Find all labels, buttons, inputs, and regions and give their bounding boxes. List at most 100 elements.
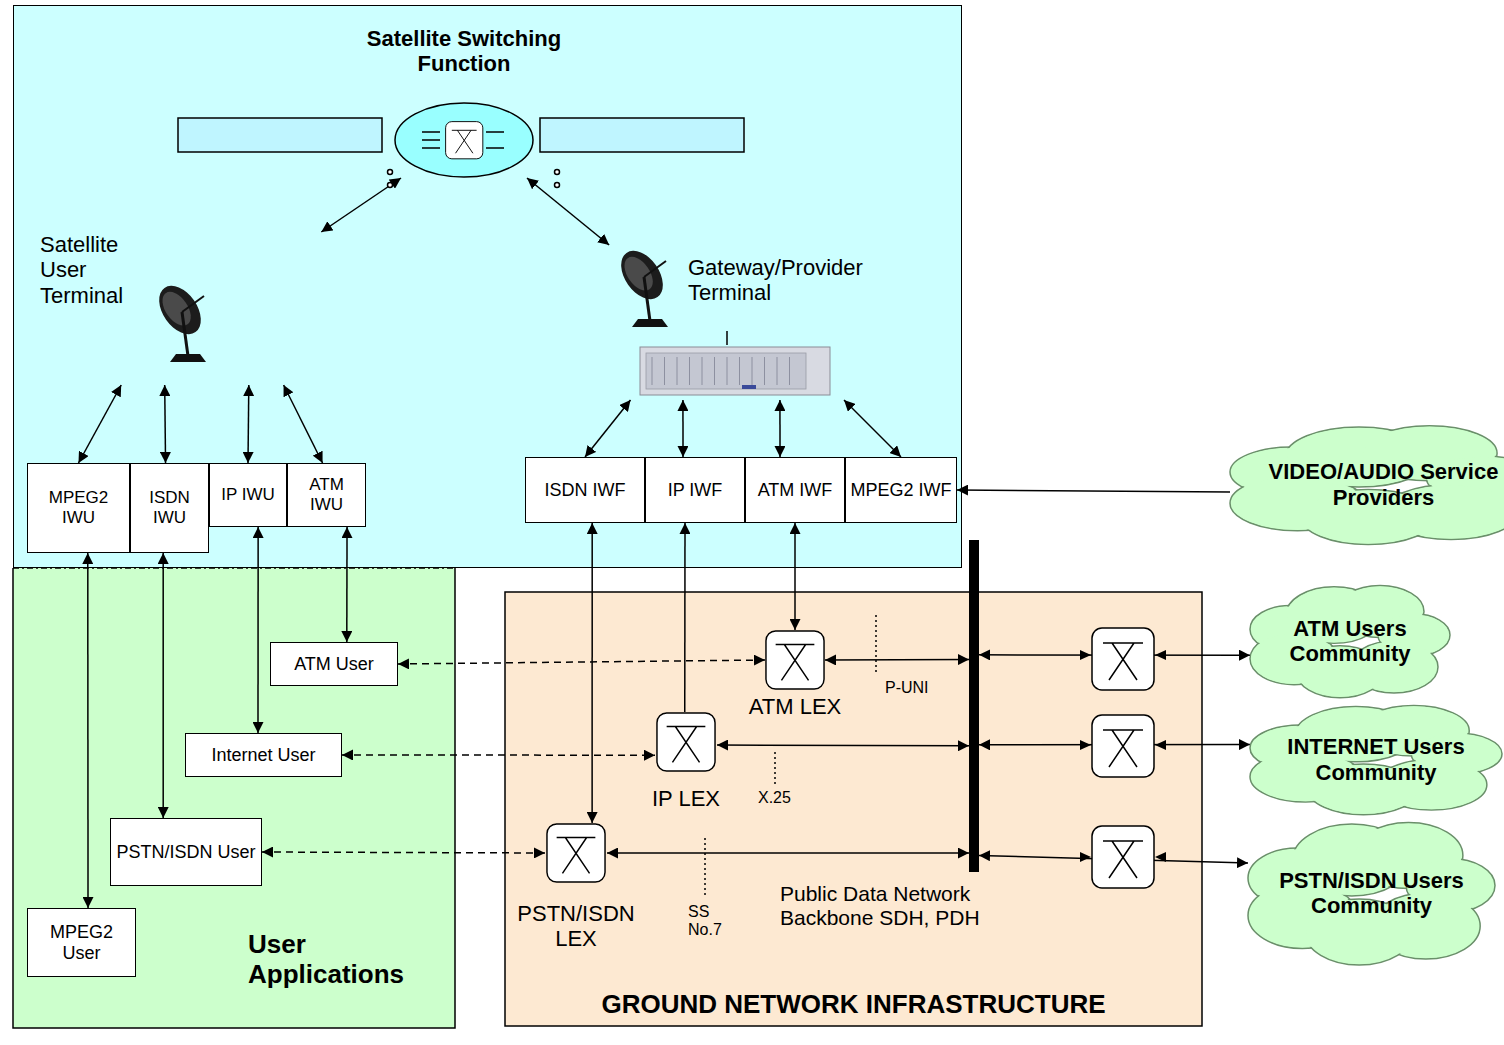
interface-ticks bbox=[705, 615, 876, 898]
layout-path bbox=[667, 727, 706, 763]
layout-line bbox=[689, 357, 690, 385]
connector bbox=[682, 400, 684, 457]
connector bbox=[257, 527, 259, 733]
layout-line bbox=[652, 357, 653, 385]
connector bbox=[717, 744, 969, 746]
region-band: ATM LEXIP LEXPSTN/ISDN LEXGROUND NETWORK… bbox=[505, 592, 1202, 1026]
layout-line bbox=[704, 838, 706, 898]
layout-line bbox=[182, 312, 188, 356]
layout-g bbox=[1092, 715, 1154, 777]
lex-outline bbox=[765, 630, 825, 690]
region-band: ATM UserInternet UserPSTN/ISDN UserMPEG2… bbox=[13, 568, 455, 1028]
user-box: PSTN/ISDN User bbox=[110, 818, 262, 886]
exchange-switch: PSTN/ISDN LEX bbox=[545, 823, 607, 883]
layout-line bbox=[702, 357, 703, 385]
connector bbox=[321, 178, 401, 232]
layout-line bbox=[875, 615, 877, 675]
layout-rect bbox=[1092, 715, 1154, 777]
satellite: Satellite Switching Function bbox=[394, 102, 534, 178]
connector bbox=[825, 659, 969, 661]
layout-line bbox=[752, 357, 753, 385]
connector bbox=[247, 385, 249, 463]
connector bbox=[346, 527, 348, 642]
cloud: ATM Users Community bbox=[1250, 582, 1450, 700]
region-fill bbox=[505, 592, 1202, 1026]
connector bbox=[164, 385, 166, 463]
layout-rect bbox=[540, 118, 744, 152]
layout-line bbox=[777, 357, 778, 385]
interface-label: X.25 bbox=[758, 789, 808, 807]
layout-path bbox=[1155, 852, 1166, 862]
node-label: ATM IWF bbox=[758, 480, 833, 501]
connector bbox=[262, 852, 545, 853]
connector bbox=[585, 400, 631, 457]
node-label: ATM IWU bbox=[291, 475, 362, 514]
connector bbox=[591, 523, 593, 823]
region-border bbox=[13, 568, 455, 1028]
layout-path bbox=[452, 130, 477, 153]
layout-path bbox=[1155, 740, 1166, 750]
layout-ellipse bbox=[613, 243, 672, 307]
exchange-switch: IP LEX bbox=[655, 712, 717, 772]
connector bbox=[79, 385, 122, 463]
node-label: ATM Users Community bbox=[1250, 616, 1450, 667]
layout-path bbox=[1080, 650, 1091, 660]
layout-path bbox=[1155, 650, 1166, 660]
layout-line bbox=[726, 331, 728, 345]
node-label: ATM User bbox=[294, 654, 374, 675]
iwu-box: ISDN IWU bbox=[130, 463, 209, 553]
lex-outline bbox=[655, 712, 717, 772]
connector bbox=[527, 178, 609, 245]
iwf-box: ATM IWF bbox=[745, 457, 845, 523]
node-label: ISDN IWF bbox=[545, 480, 626, 501]
layout-circle bbox=[555, 170, 560, 175]
layout-line bbox=[764, 357, 765, 385]
node-label: Satellite User Terminal bbox=[40, 232, 150, 308]
layout-circle bbox=[388, 170, 393, 175]
layout-rect bbox=[178, 118, 382, 152]
layout-path bbox=[776, 645, 815, 681]
node-label: Gateway/Provider Terminal bbox=[688, 255, 903, 306]
layout-rect bbox=[646, 353, 806, 389]
node-label: IP IWF bbox=[668, 480, 723, 501]
connector bbox=[779, 400, 781, 457]
layout-rect bbox=[1092, 628, 1154, 690]
connector bbox=[87, 553, 89, 908]
cloud: VIDEO/AUDIO Service Providers bbox=[1230, 422, 1504, 547]
layout-ellipse bbox=[619, 252, 659, 296]
node-label: PSTN/ISDN LEX bbox=[514, 901, 638, 952]
user-box: Internet User bbox=[185, 733, 342, 777]
layout-rect bbox=[742, 385, 756, 389]
connector bbox=[844, 400, 901, 457]
node-label: ATM LEX bbox=[730, 694, 860, 719]
backbone-bar: Public Data Network Backbone SDH, PDH bbox=[969, 540, 979, 872]
layout-rect bbox=[547, 824, 605, 882]
user-box: MPEG2 User bbox=[27, 908, 136, 977]
node-label: MPEG2 IWF bbox=[850, 480, 951, 501]
node-label: PSTN/ISDN User bbox=[116, 842, 255, 863]
layout-line bbox=[739, 357, 740, 385]
connector bbox=[794, 523, 796, 630]
layout-line bbox=[714, 357, 715, 385]
layout-path bbox=[422, 132, 504, 148]
iwf-box: ISDN IWF bbox=[525, 457, 645, 523]
interface-label: P-UNI bbox=[885, 679, 955, 697]
cloud: PSTN/ISDN Users Community bbox=[1248, 818, 1495, 968]
layout-line bbox=[182, 296, 204, 312]
layout-rect bbox=[640, 347, 830, 395]
iwf-box: IP IWF bbox=[645, 457, 745, 523]
node-label: Public Data Network Backbone SDH, PDH bbox=[780, 882, 1045, 930]
layout-path bbox=[1103, 643, 1143, 680]
layout-ellipse bbox=[151, 278, 210, 342]
layout-g bbox=[1092, 826, 1154, 888]
layout-line bbox=[677, 357, 678, 385]
node-label: IP LEX bbox=[630, 786, 742, 811]
iwu-box: ATM IWU bbox=[287, 463, 366, 527]
layout-path bbox=[1103, 841, 1143, 878]
layout-g bbox=[151, 278, 210, 362]
layout-path bbox=[632, 319, 668, 327]
connector bbox=[162, 553, 164, 818]
layout-path bbox=[557, 838, 596, 874]
region-fill bbox=[13, 568, 455, 1028]
